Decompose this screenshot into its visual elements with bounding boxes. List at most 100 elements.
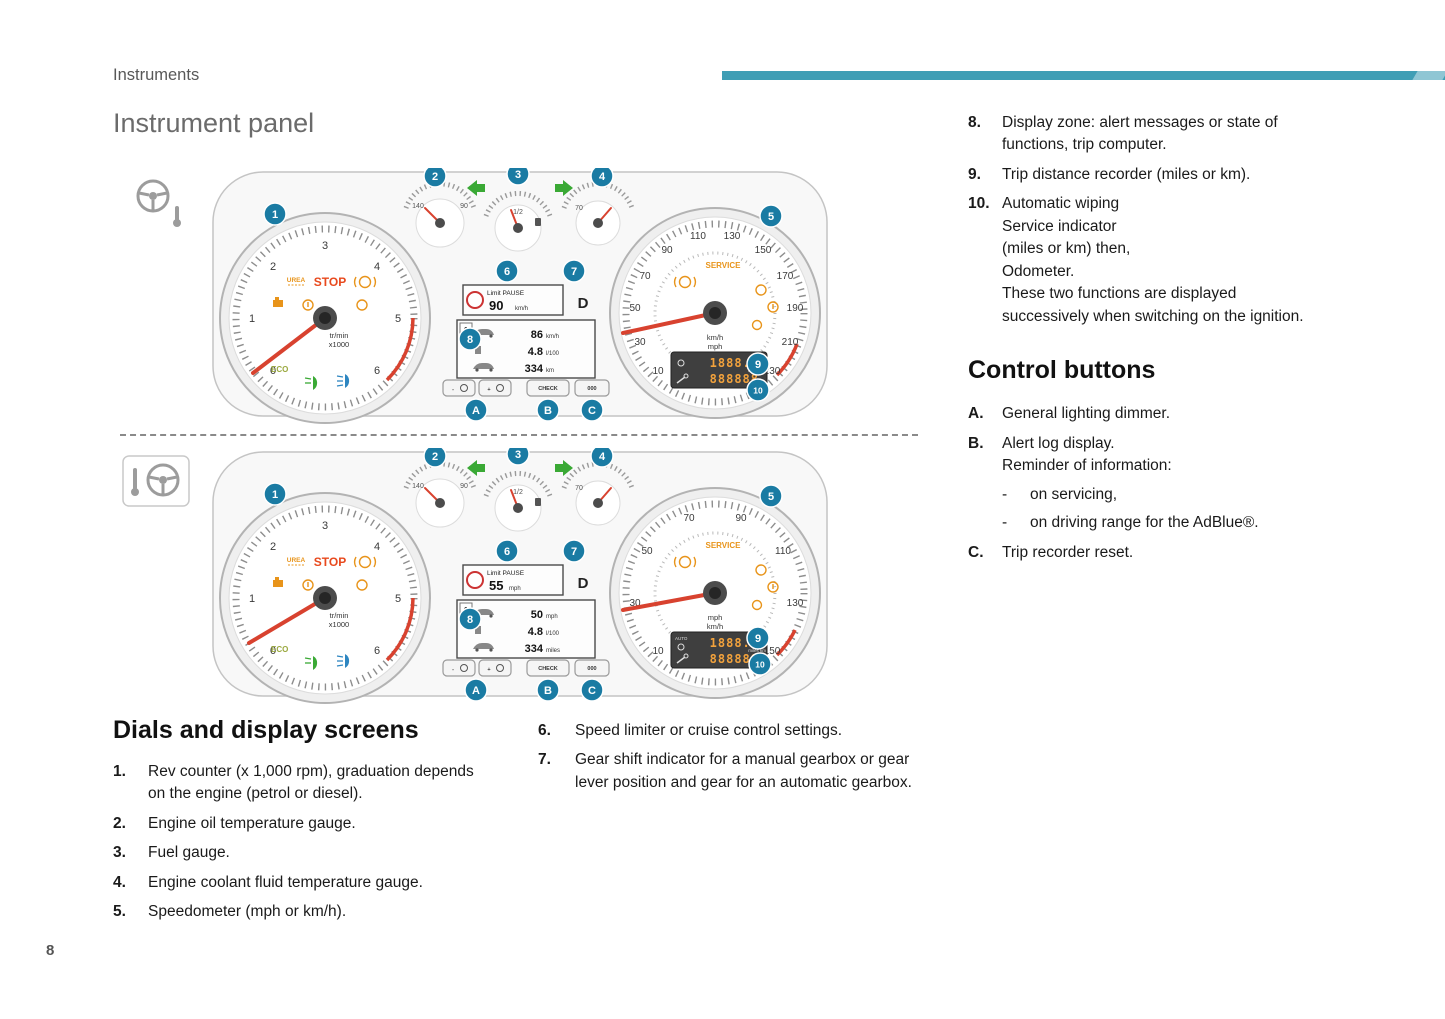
svg-text:190: 190: [787, 303, 804, 314]
item-text: Rev counter (x 1,000 rpm), graduation de…: [148, 763, 474, 803]
sub-item: - on servicing,: [1002, 484, 1342, 506]
callout-2: 2: [423, 168, 447, 188]
trip-distance-value: 1888.8: [710, 356, 759, 370]
svg-text:50: 50: [629, 303, 641, 314]
callout-5: 5: [759, 204, 783, 228]
svg-text:0: 0: [270, 645, 276, 657]
callout-3: 3: [506, 168, 530, 186]
callout-1: 1: [263, 482, 287, 506]
tyre-pressure-warning-icon: [302, 299, 314, 311]
callout-7: 7: [562, 259, 586, 283]
callout-8: 8: [458, 607, 482, 631]
svg-text:-: -: [452, 387, 454, 393]
svg-text:4: 4: [599, 171, 606, 183]
svg-text:miles: miles: [546, 648, 560, 654]
odometer-display: AUTO 1888.8 miles km 888888: [670, 631, 768, 669]
item-line: These two functions are displayed succes…: [1002, 285, 1304, 325]
odometer-value: 888888: [710, 372, 759, 386]
svg-text:1: 1: [249, 593, 255, 605]
check-button: [526, 659, 570, 677]
fog-light-icon: [304, 656, 318, 670]
svg-text:km: km: [546, 368, 554, 374]
bulb-icon: [677, 643, 685, 651]
brake-warning-icon: [353, 275, 377, 289]
list-item-8: 8. Display zone: alert messages or state…: [968, 112, 1428, 157]
rev-counter-dial: 0 1 2 3 4 5 6 UREA STOP tr/min x1000 ECO: [219, 212, 431, 424]
sun-icon: [460, 384, 468, 392]
wrench-icon: [676, 373, 689, 384]
list-item-10: 10. Automatic wiping Service indicator (…: [968, 193, 1428, 328]
svg-text:AUTO: AUTO: [675, 636, 688, 641]
control-buttons-row: - + CHECK 000: [442, 379, 610, 397]
fuel-pump-icon: [535, 498, 541, 506]
svg-text:+: +: [487, 387, 490, 393]
coolant-temp-gauge: 70: [575, 200, 621, 246]
svg-text:6: 6: [504, 266, 510, 278]
fog-light-icon: [304, 376, 318, 390]
callout-5: 5: [759, 484, 783, 508]
callout-C: C: [580, 678, 604, 702]
oil-temp-gauge: 140 90: [412, 198, 468, 248]
check-button: [526, 379, 570, 397]
service-warning-label: SERVICE: [706, 261, 742, 270]
item-line: Alert log display.: [1002, 434, 1115, 452]
rev-redline-arc: [385, 597, 415, 662]
car-distance-icon: [473, 643, 494, 652]
svg-text:+: +: [487, 667, 490, 673]
urea-warning-label: UREA: [287, 277, 306, 284]
sub-item-text: on driving range for the AdBlue®.: [1030, 514, 1259, 532]
svg-text:30: 30: [629, 598, 641, 609]
steering-wheel-icon: [146, 463, 180, 497]
svg-text:mph: mph: [546, 614, 558, 620]
item-number: 3.: [113, 844, 126, 862]
tyre-warning-icon: [767, 301, 779, 313]
svg-text:150: 150: [755, 245, 772, 256]
svg-text:90: 90: [489, 298, 503, 313]
svg-text:tr/min: tr/min: [330, 331, 349, 340]
svg-text:10: 10: [755, 660, 765, 670]
speedo-redline-arc: [775, 629, 797, 657]
brake-warning-icon: [353, 555, 377, 569]
svg-text:7: 7: [571, 266, 577, 278]
svg-text:3: 3: [322, 520, 328, 532]
dials-section: Dials and display screens 1. Rev counter…: [113, 716, 583, 931]
coolant-warning-icon: [751, 319, 763, 331]
callout-6: 6: [495, 259, 519, 283]
instrument-cluster-mph: 0 1 2 3 4 5 6 UREA STOP tr/min x1000 ECO: [122, 448, 828, 704]
svg-text:10: 10: [753, 386, 763, 396]
svg-text:2: 2: [270, 541, 276, 553]
callout-10: 10: [746, 378, 770, 402]
dimmer-minus-button: [442, 379, 476, 397]
svg-text:2: 2: [432, 171, 438, 183]
fuel-gauge-ticks: [483, 470, 553, 497]
car-distance-icon: [473, 363, 494, 372]
svg-text:4.8: 4.8: [528, 626, 543, 638]
callout-A: A: [464, 398, 488, 422]
centre-display: Limit PAUSE 55 mph D 1 50 mph 4.8 l/100 …: [456, 564, 596, 659]
list-item-5: 5. Speedometer (mph or km/h).: [113, 901, 583, 923]
svg-text:C: C: [588, 405, 596, 417]
rev-tick-ring: [232, 505, 418, 691]
item-number: 4.: [113, 873, 126, 891]
speed-limit-sign-icon: [466, 571, 484, 589]
item-text: Automatic wiping Service indicator (mile…: [1002, 193, 1342, 328]
fuel-gauge: 1/2: [494, 204, 542, 252]
item-number: 8.: [968, 114, 981, 131]
svg-text:4: 4: [374, 261, 380, 273]
svg-text:Limit PAUSE: Limit PAUSE: [487, 570, 525, 577]
mid-list-section: 6. Speed limiter or cruise control setti…: [538, 720, 948, 801]
odometer-value: 888888: [710, 652, 759, 666]
speedo-tick-ring: [622, 220, 808, 406]
instrument-cluster-kmh: 0 1 2 3 4 5 6 UREA STOP tr/min x1000 ECO: [136, 168, 828, 424]
oil-temp-gauge: 140 90: [412, 478, 468, 528]
dimmer-plus-button: [478, 659, 512, 677]
fuel-gauge-ticks: [483, 190, 553, 217]
callout-2: 2: [423, 448, 447, 468]
item-line: (miles or km) then,: [1002, 240, 1131, 258]
service-warning-label: SERVICE: [706, 541, 742, 550]
stop-warning-label: STOP: [314, 555, 346, 569]
callout-3: 3: [506, 448, 530, 466]
thermometer-icon: [131, 468, 139, 496]
turn-indicator-left-icon: [467, 180, 485, 196]
svg-text:2: 2: [432, 451, 438, 463]
